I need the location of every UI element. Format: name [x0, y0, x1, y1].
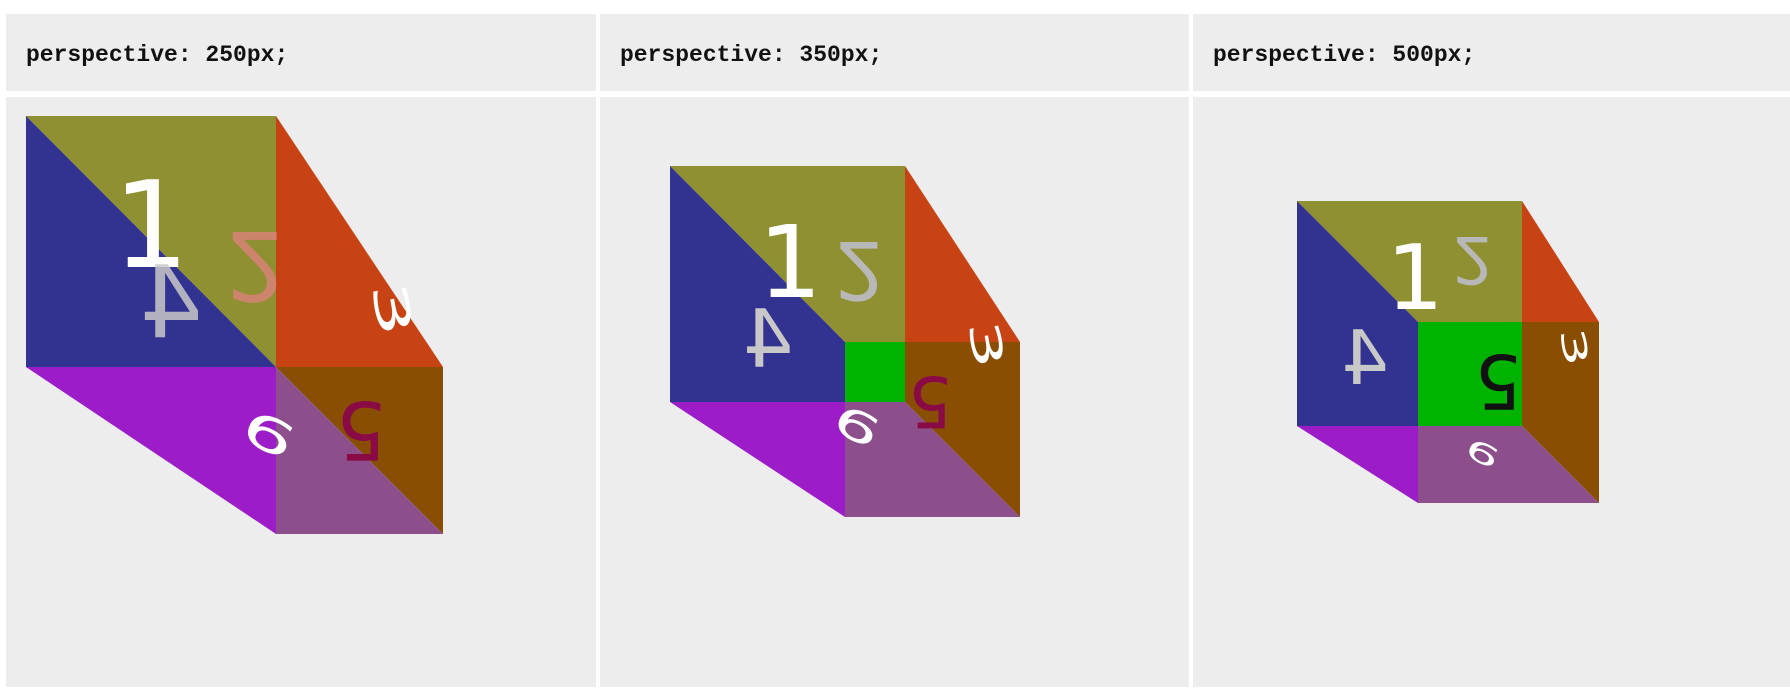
cube-face-left	[1297, 201, 1418, 426]
cube-face-bottom-right	[845, 402, 1020, 517]
face-number-1: 1	[1386, 226, 1443, 331]
face-number-4: 4	[743, 293, 794, 386]
cube-face-bottom-left	[26, 367, 276, 534]
cube-face-bottom-right	[276, 367, 443, 534]
panel-header-label: perspective: 250px;	[26, 42, 289, 68]
face-number-2: 2	[1452, 221, 1493, 296]
face-number-3: 3	[360, 278, 423, 341]
face-number-5: 5	[336, 383, 387, 476]
panel-header: perspective: 250px;	[6, 14, 596, 91]
panel-body-250: 1 2 3 4 5 6	[6, 97, 596, 687]
panel-body-350: 1 2 3 4 5 6	[600, 97, 1189, 687]
cube-face-bottom-right	[1418, 426, 1599, 503]
panel-header: perspective: 350px;	[600, 14, 1189, 91]
cube-500: 1 2 3 4 5 6	[1297, 201, 1599, 503]
cube-face-back	[1418, 322, 1522, 426]
face-number-5: 5	[908, 360, 953, 442]
cube-350: 1 2 3 4 5 6	[670, 166, 1020, 517]
cube-face-bottom-left	[1297, 426, 1418, 503]
face-number-1: 1	[758, 204, 822, 321]
face-number-2: 2	[226, 209, 286, 319]
cube-face-top	[670, 166, 905, 342]
cube-face-right-top	[276, 116, 443, 367]
cube-face-left	[26, 116, 276, 367]
face-number-3: 3	[1552, 325, 1596, 369]
face-number-4: 4	[139, 244, 203, 361]
cube-face-right-bottom	[905, 342, 1020, 517]
face-number-1: 1	[113, 157, 189, 296]
cube-face-right-bottom	[1522, 322, 1599, 503]
face-number-5: 5	[1474, 337, 1522, 425]
panel-perspective-500: perspective: 500px;	[1193, 14, 1790, 91]
panel-header: perspective: 500px;	[1193, 14, 1790, 91]
panel-body-500: 1 2 3 4 5 6	[1193, 97, 1790, 687]
cube-face-right-top	[905, 166, 1020, 342]
cube-250: 1 2 3 4 5 6	[26, 116, 443, 534]
cube-face-right-top	[1522, 201, 1599, 322]
panel-perspective-250: perspective: 250px;	[6, 14, 596, 91]
panel-header-label: perspective: 500px;	[1213, 42, 1476, 68]
cube-face-back	[845, 342, 905, 402]
cube-face-top	[1297, 201, 1522, 322]
panel-header-label: perspective: 350px;	[620, 42, 883, 68]
cube-face-left	[670, 166, 845, 402]
face-number-4: 4	[1341, 314, 1389, 402]
face-number-2: 2	[835, 223, 886, 316]
panel-perspective-350: perspective: 350px;	[600, 14, 1189, 91]
face-number-3: 3	[958, 317, 1013, 372]
cube-face-bottom-left	[670, 402, 845, 517]
